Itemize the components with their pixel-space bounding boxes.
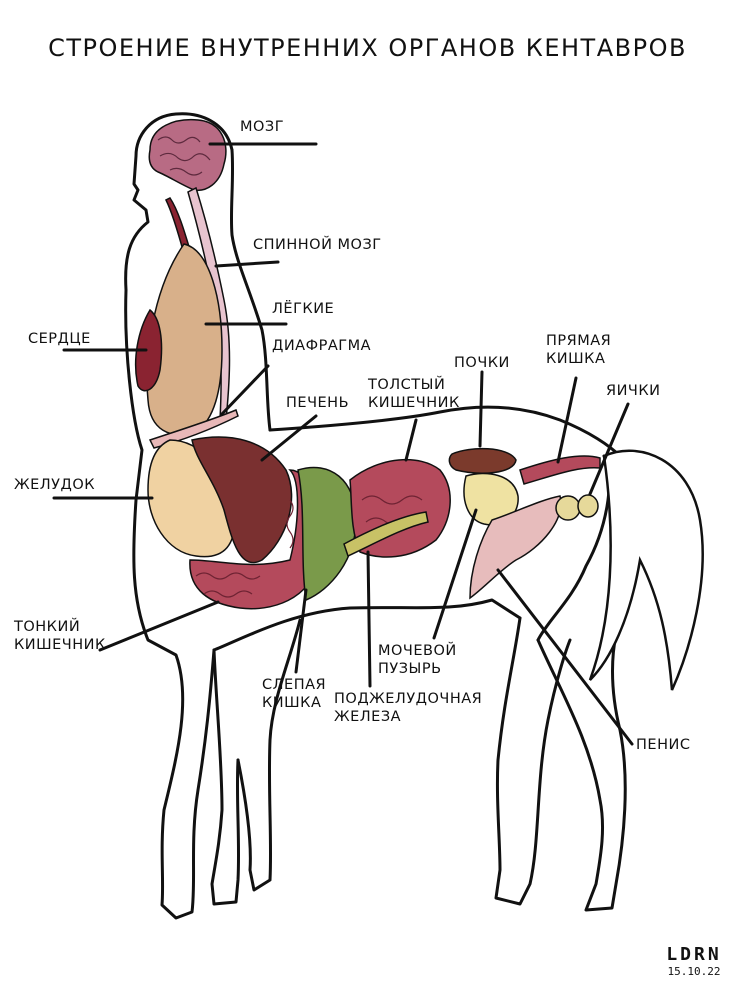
leader-spinal-cord [214, 260, 280, 268]
heart-organ [134, 308, 163, 392]
label-penis: Пенис [636, 737, 691, 753]
leader-pancreas [366, 550, 372, 688]
leader-penis [496, 568, 634, 746]
signature-date: 15.10.22 [667, 965, 721, 978]
body-outline [124, 112, 627, 920]
rectum-organ [519, 455, 601, 485]
label-testes: Яички [606, 383, 661, 399]
leader-rectum [556, 376, 578, 464]
label-pancreas: Поджелудочная железа [334, 691, 483, 725]
leader-small-intestine [98, 600, 220, 652]
penis-organ [469, 495, 562, 600]
leader-testes [588, 402, 630, 496]
label-spinal-cord: Спинной мозг [253, 237, 382, 253]
cecum-organ [297, 466, 357, 602]
artist-signature: LDRN 15.10.22 [662, 944, 726, 978]
label-brain: Мозг [240, 119, 285, 135]
label-rectum: Прямая кишка [546, 333, 612, 367]
testes-organ [555, 495, 581, 521]
organs [134, 118, 601, 610]
leader-liver [260, 414, 318, 462]
label-heart: Сердце [28, 331, 91, 347]
page-title: Строение внутренних органов кентавров [48, 34, 687, 62]
label-stomach: Желудок [14, 477, 96, 493]
label-diaphragm: Диафрагма [272, 338, 372, 354]
leader-bladder [432, 508, 478, 640]
label-colon: Толстый кишечник [368, 377, 460, 411]
label-kidneys: Почки [454, 355, 510, 371]
signature-name: LDRN [666, 944, 722, 965]
tail [588, 449, 704, 691]
label-liver: Печень [286, 395, 350, 411]
leader-lines [52, 142, 634, 746]
leader-colon [404, 418, 418, 462]
pancreas-organ [343, 511, 429, 558]
leader-cecum [294, 588, 308, 674]
label-bladder: Мочевой пузырь [378, 643, 457, 677]
leader-kidneys [478, 370, 484, 448]
label-cecum: Слепая кишка [262, 677, 327, 711]
leader-diaphragm [220, 364, 270, 416]
liver-organ [191, 436, 293, 564]
label-lungs: Лёгкие [272, 301, 335, 317]
label-small-intestine: Тонкий кишечник [14, 619, 106, 653]
kidney-organ [448, 447, 517, 474]
